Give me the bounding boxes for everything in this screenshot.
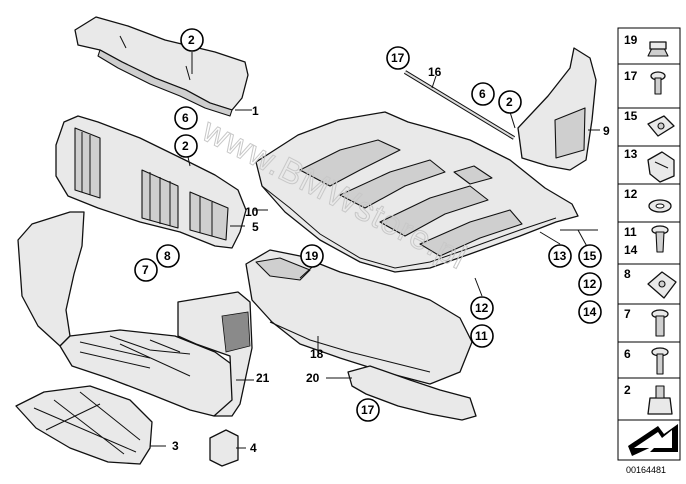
- legend-num-17: 17: [624, 69, 638, 83]
- part-18-lower-panel: [245, 249, 473, 385]
- part-10-underbody-shield: [254, 111, 579, 273]
- screw-icon: [651, 347, 669, 375]
- part-4-clip: [209, 429, 246, 467]
- callout-12-mid: 12: [470, 296, 494, 320]
- callout-17-bottom: 17: [356, 398, 380, 422]
- callout-14: 14: [578, 300, 602, 324]
- label-part-16: 16: [428, 65, 442, 79]
- arrow-icon: [628, 424, 678, 456]
- svg-text:14: 14: [583, 305, 597, 319]
- callout-17-top: 17: [386, 46, 410, 70]
- label-part-18: 18: [310, 347, 324, 361]
- label-part-21: 21: [256, 371, 270, 385]
- svg-text:11: 11: [475, 329, 488, 343]
- callout-7: 7: [134, 258, 158, 282]
- label-part-9: 9: [603, 124, 610, 138]
- expanding-rivet-icon: [651, 225, 669, 253]
- speed-nut-icon: [647, 115, 675, 137]
- legend-num-2: 2: [624, 383, 631, 397]
- push-rivet-icon: [650, 71, 666, 95]
- document-number: 00164481: [626, 465, 666, 475]
- svg-text:2: 2: [188, 33, 195, 47]
- legend-num-19: 19: [624, 33, 638, 47]
- legend-num-14: 14: [624, 243, 638, 257]
- svg-text:8: 8: [164, 249, 171, 263]
- part-9-air-duct: [517, 47, 600, 171]
- part-21-front-carrier: [17, 211, 254, 417]
- callout-2-top: 2: [180, 28, 204, 52]
- callout-11: 11: [470, 324, 494, 348]
- legend-num-12: 12: [624, 187, 638, 201]
- label-part-3: 3: [172, 439, 179, 453]
- u-nut-icon: [647, 271, 677, 299]
- svg-text:17: 17: [361, 403, 375, 417]
- callout-2-duct: 2: [498, 90, 522, 114]
- part-20-lower-trim: [326, 365, 477, 421]
- svg-text:17: 17: [391, 51, 405, 65]
- callout-12-right: 12: [578, 272, 602, 296]
- cable-clip-icon: [647, 151, 675, 183]
- washer-icon: [648, 199, 672, 213]
- part-5-grille: [55, 115, 247, 249]
- svg-text:6: 6: [182, 111, 189, 125]
- callout-19: 19: [300, 244, 324, 268]
- label-part-1: 1: [252, 104, 259, 118]
- clip-nut-icon: [647, 41, 669, 57]
- svg-text:12: 12: [583, 277, 597, 291]
- svg-text:2: 2: [182, 139, 189, 153]
- circled-labels: 2 6 2 7 8 19 12 11 17 17 6 2 13 15 12 14: [134, 28, 602, 422]
- clip-nut-icon-2: [647, 385, 673, 415]
- svg-text:7: 7: [142, 263, 149, 277]
- legend-num-13: 13: [624, 147, 638, 161]
- label-part-5: 5: [252, 220, 259, 234]
- flange-bolt-icon: [651, 309, 669, 337]
- legend-num-8: 8: [624, 267, 631, 281]
- svg-text:13: 13: [553, 249, 567, 263]
- label-part-20: 20: [306, 371, 320, 385]
- label-part-4: 4: [250, 441, 257, 455]
- svg-text:2: 2: [506, 95, 513, 109]
- callout-13: 13: [548, 244, 572, 268]
- parts-legend: 19 17 15 13 12 11 14 8 7: [617, 27, 681, 461]
- callout-15: 15: [578, 244, 602, 268]
- svg-text:12: 12: [475, 301, 489, 315]
- label-part-10: 10: [245, 205, 259, 219]
- svg-text:15: 15: [583, 249, 597, 263]
- part-1-cover-strip: [74, 16, 252, 117]
- svg-text:6: 6: [479, 87, 486, 101]
- legend-num-11: 11: [624, 225, 637, 239]
- callout-8: 8: [156, 244, 180, 268]
- svg-text:19: 19: [305, 249, 319, 263]
- callout-2-grille: 2: [174, 134, 198, 158]
- callout-6-grille: 6: [174, 106, 198, 130]
- legend-num-15: 15: [624, 109, 638, 123]
- legend-num-7: 7: [624, 307, 631, 321]
- plain-labels: 1 5 10 9 16 21 18 20 3 4: [172, 65, 610, 455]
- part-3-lower-plate: [15, 385, 166, 465]
- part-16-rod: [403, 70, 516, 140]
- callout-6-duct: 6: [471, 82, 495, 106]
- legend-num-6: 6: [624, 347, 631, 361]
